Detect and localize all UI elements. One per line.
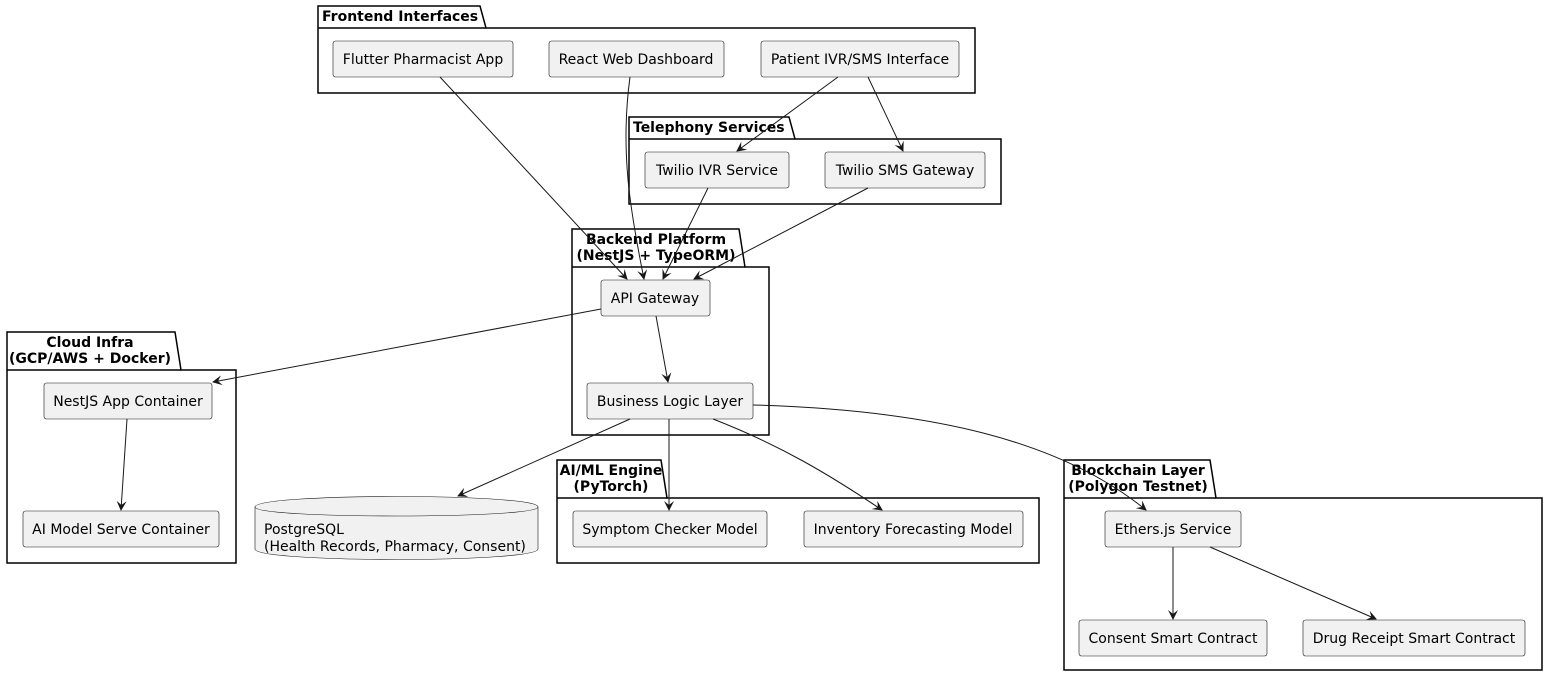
edge-api-to-business-logic xyxy=(655,315,672,383)
package-title-backend: Backend Platform xyxy=(586,232,726,248)
edge-twilio-sms-to-api xyxy=(693,187,869,280)
edge-business-to-inventory-forecasting xyxy=(712,418,883,511)
node-label: Symptom Checker Model xyxy=(582,522,757,538)
package-subtitle-aiml: (PyTorch) xyxy=(574,479,649,495)
node-ai-model-serve-container: AI Model Serve Container xyxy=(22,510,220,548)
node-label: Patient IVR/SMS Interface xyxy=(771,52,949,68)
node-label: Flutter Pharmacist App xyxy=(343,52,504,68)
package-title-telephony: Telephony Services xyxy=(633,120,785,136)
edge-ethers-to-drug-receipt-contract xyxy=(1209,546,1377,621)
node-label: Inventory Forecasting Model xyxy=(814,522,1013,538)
package-title-aiml: AI/ML Engine xyxy=(560,463,663,479)
node-consent-smart-contract: Consent Smart Contract xyxy=(1078,619,1268,657)
node-patient-ivr-sms-interface: Patient IVR/SMS Interface xyxy=(760,40,960,78)
node-label: Business Logic Layer xyxy=(597,394,744,410)
node-label: Ethers.js Service xyxy=(1115,522,1232,538)
node-label: Drug Receipt Smart Contract xyxy=(1313,631,1516,647)
node-label: API Gateway xyxy=(611,291,699,307)
node-drug-receipt-smart-contract: Drug Receipt Smart Contract xyxy=(1302,619,1526,657)
database-description: (Health Records, Pharmacy, Consent) xyxy=(264,539,526,555)
node-flutter-pharmacist-app: Flutter Pharmacist App xyxy=(332,40,514,78)
database-label: PostgreSQL xyxy=(264,522,344,538)
edge-nestjs-to-ai-model xyxy=(116,418,128,511)
package-title-frontend: Frontend Interfaces xyxy=(322,9,478,25)
package-title-cloud: Cloud Infra xyxy=(46,335,133,351)
package-subtitle-blockchain: (Polygon Testnet) xyxy=(1068,479,1207,495)
edge-api-to-nestjs-container xyxy=(212,308,602,386)
edge-react-to-api xyxy=(625,76,648,280)
package-subtitle-backend: (NestJS + TypeORM) xyxy=(577,248,736,264)
edge-business-to-ethers-service xyxy=(752,404,1147,511)
edge-patient-to-twilio-ivr xyxy=(736,76,839,152)
node-react-web-dashboard: React Web Dashboard xyxy=(548,40,725,78)
node-api-gateway: API Gateway xyxy=(600,279,711,317)
node-label: Consent Smart Contract xyxy=(1089,631,1258,647)
edge-flutter-to-api xyxy=(439,76,628,280)
edge-twilio-ivr-to-api xyxy=(662,187,709,280)
node-label: Twilio IVR Service xyxy=(655,163,778,179)
node-label: AI Model Serve Container xyxy=(32,522,210,538)
package-subtitle-cloud: (GCP/AWS + Docker) xyxy=(9,351,171,367)
node-twilio-sms-gateway: Twilio SMS Gateway xyxy=(824,151,986,189)
edge-business-to-postgres xyxy=(457,418,631,497)
node-label: Twilio SMS Gateway xyxy=(835,163,975,179)
node-symptom-checker-model: Symptom Checker Model xyxy=(572,510,768,548)
node-inventory-forecasting-model: Inventory Forecasting Model xyxy=(803,510,1024,548)
node-nestjs-app-container: NestJS App Container xyxy=(43,382,213,420)
node-ethers-js-service: Ethers.js Service xyxy=(1104,510,1242,548)
node-label: NestJS App Container xyxy=(53,394,203,410)
node-label: React Web Dashboard xyxy=(559,52,714,68)
package-title-blockchain: Blockchain Layer xyxy=(1071,463,1205,479)
database-postgresql: PostgreSQL (Health Records, Pharmacy, Co… xyxy=(254,496,539,560)
node-twilio-ivr-service: Twilio IVR Service xyxy=(644,151,790,189)
node-business-logic-layer: Business Logic Layer xyxy=(586,382,754,420)
edge-patient-to-twilio-sms xyxy=(867,76,904,152)
